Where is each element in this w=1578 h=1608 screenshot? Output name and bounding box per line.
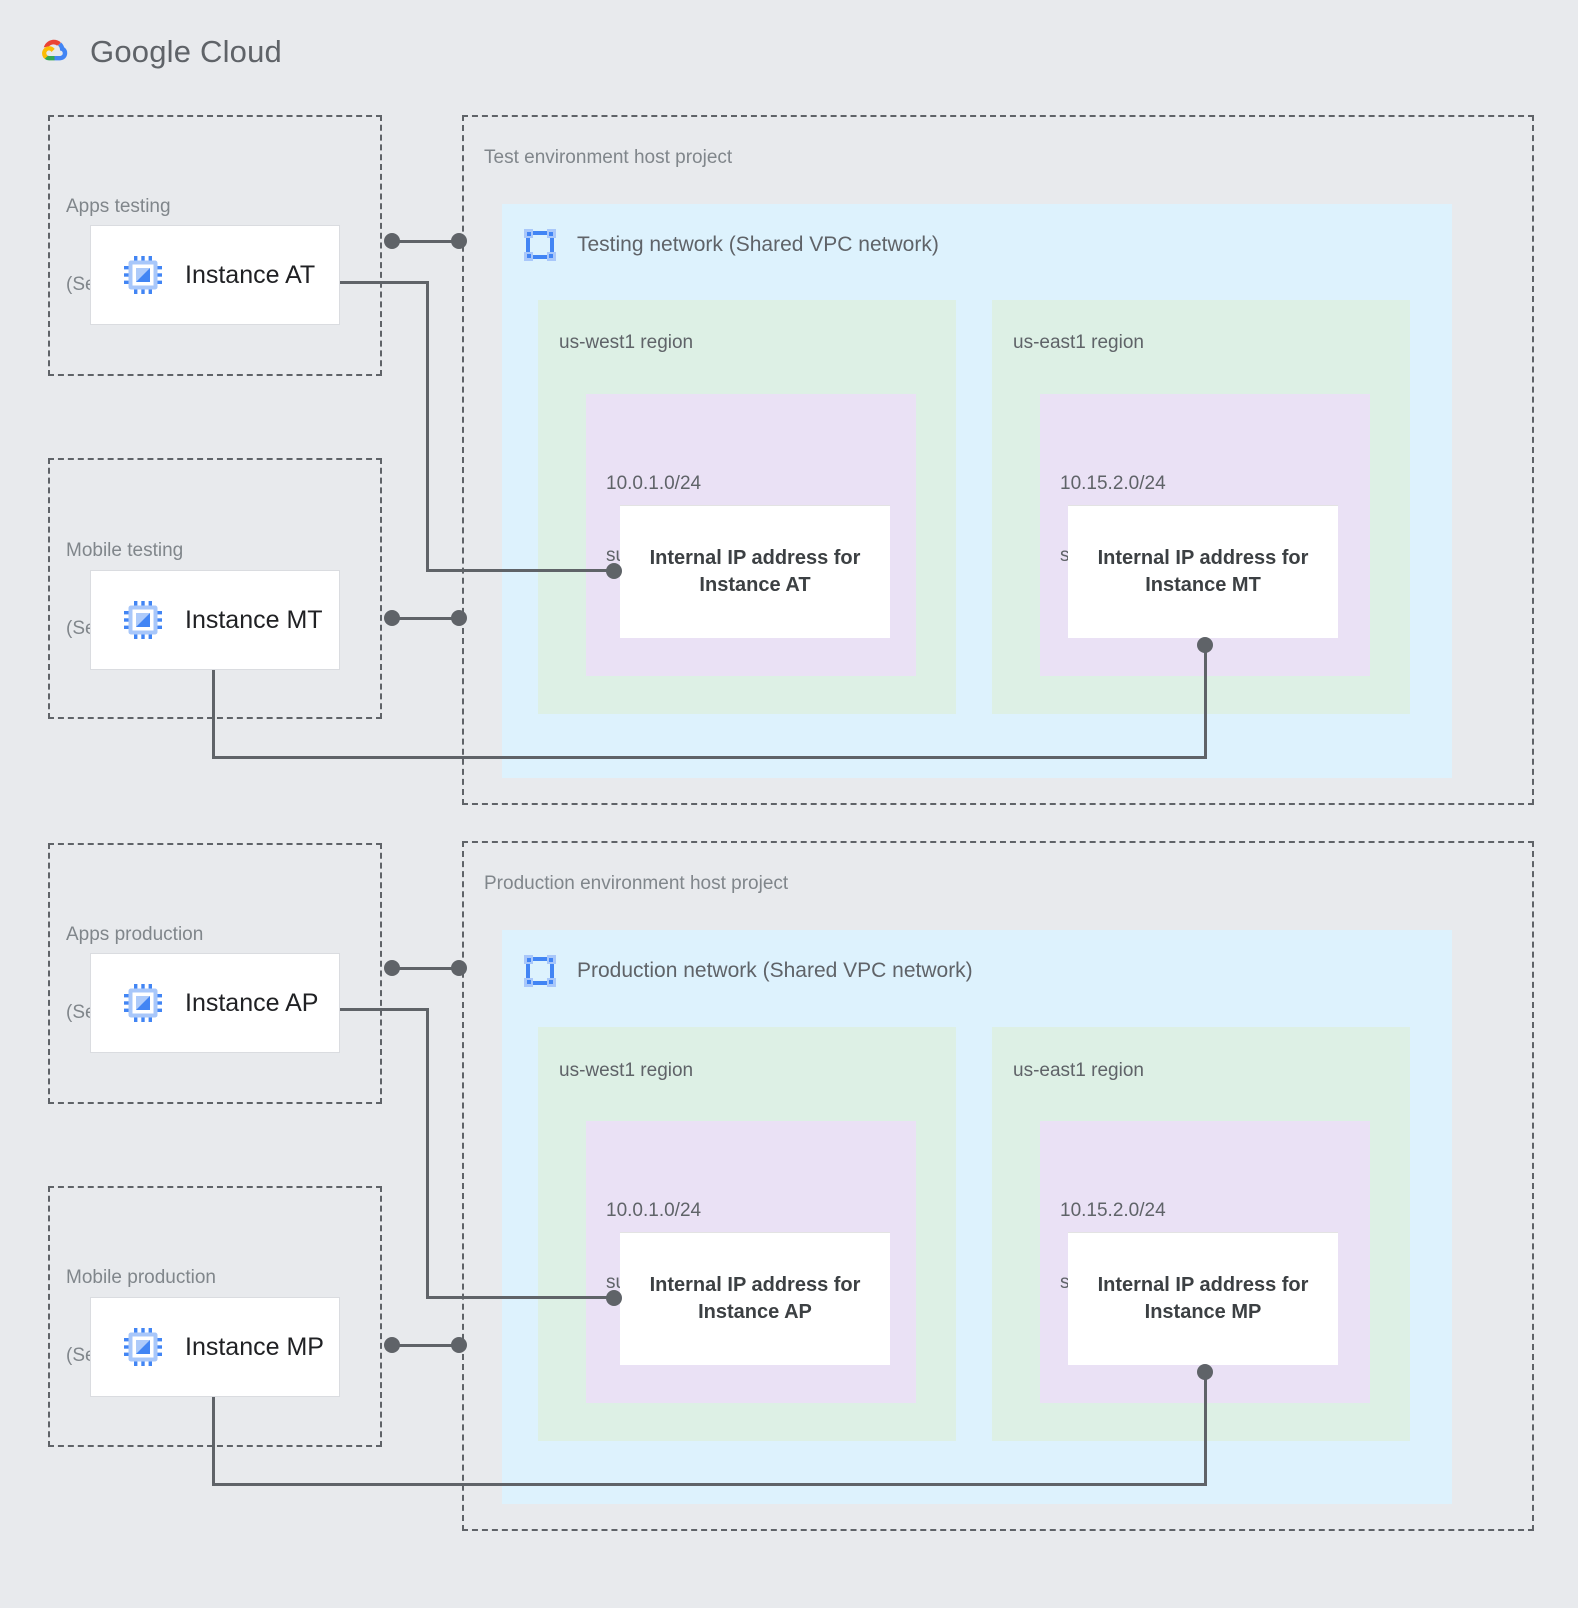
region-label: us-east1 region	[1013, 1060, 1144, 1081]
host-project-test	[462, 115, 1534, 805]
connector-dot	[1197, 637, 1213, 653]
connector-mt-seg2	[212, 756, 1207, 759]
ip-address-box-instance-ap: Internal IP address for Instance AP	[620, 1232, 890, 1365]
instance-label: Instance MP	[185, 1332, 324, 1361]
instance-label: Instance MT	[185, 605, 323, 634]
project-title: Apps production	[66, 924, 204, 945]
ip-box-line1: Internal IP address for	[649, 1274, 861, 1296]
connector-dot	[1197, 1364, 1213, 1380]
region-label: us-east1 region	[1013, 332, 1144, 353]
connector-at-seg2	[426, 281, 429, 571]
service-project-mobile-testing	[48, 458, 382, 719]
connector-dot	[451, 1337, 467, 1353]
ip-box-line2: Instance AP	[698, 1301, 812, 1323]
ip-box-line1: Internal IP address for	[649, 547, 861, 569]
vpc-network-icon	[524, 229, 556, 261]
subnet-cidr: 10.0.1.0/24	[606, 1200, 702, 1221]
compute-instance-icon	[124, 1328, 162, 1366]
ip-box-line1: Internal IP address for	[1097, 547, 1309, 569]
connector-ap-bridge	[389, 967, 461, 970]
connector-dot	[451, 610, 467, 626]
instance-card-ap[interactable]: Instance AP	[90, 953, 340, 1053]
ip-address-box-instance-mp: Internal IP address for Instance MP	[1068, 1232, 1338, 1365]
compute-instance-icon	[124, 601, 162, 639]
connector-mp-seg1	[212, 1397, 215, 1486]
ip-box-line1: Internal IP address for	[1097, 1274, 1309, 1296]
ip-address-box-instance-mt: Internal IP address for Instance MT	[1068, 505, 1338, 638]
service-project-apps-testing	[48, 115, 382, 376]
connector-mp-bridge	[389, 1344, 461, 1347]
subnet-cidr: 10.15.2.0/24	[1060, 473, 1166, 494]
ip-box-line2: Instance MP	[1144, 1301, 1262, 1323]
region-label: us-west1 region	[559, 332, 694, 353]
connector-mt-seg3	[1204, 645, 1207, 756]
connector-mp-seg2	[212, 1483, 1207, 1486]
subnet-cidr: 10.15.2.0/24	[1060, 1200, 1166, 1221]
instance-card-at[interactable]: Instance AT	[90, 225, 340, 325]
brand-name-google: Google	[90, 34, 192, 69]
subnet-cidr: 10.0.1.0/24	[606, 473, 702, 494]
connector-dot	[451, 960, 467, 976]
connector-ap-seg2	[426, 1008, 429, 1298]
connector-dot	[451, 233, 467, 249]
ip-box-line2: Instance MT	[1145, 574, 1261, 596]
connector-ap-seg3	[426, 1296, 618, 1299]
vpc-network-production-header: Production network (Shared VPC network)	[521, 952, 973, 990]
instance-label: Instance AT	[185, 260, 316, 289]
connector-mt-bridge	[389, 617, 461, 620]
connector-at-bridge	[389, 240, 461, 243]
host-project-production	[462, 841, 1534, 1531]
connector-at-seg1	[340, 281, 429, 284]
compute-instance-icon	[124, 984, 162, 1022]
google-cloud-logo: Google Cloud	[30, 33, 282, 71]
connector-dot	[606, 563, 622, 579]
host-project-production-label: Production environment host project	[484, 873, 789, 894]
vpc-network-title: Production network (Shared VPC network)	[577, 959, 973, 982]
vpc-network-testing-header: Testing network (Shared VPC network)	[521, 226, 939, 264]
ip-box-line2: Instance AT	[699, 574, 811, 596]
connector-mp-seg3	[1204, 1372, 1207, 1483]
instance-label: Instance AP	[185, 988, 319, 1017]
project-title: Mobile testing	[66, 540, 184, 561]
region-label: us-west1 region	[559, 1060, 694, 1081]
connector-dot	[384, 610, 400, 626]
brand-name-cloud: Cloud	[191, 34, 282, 69]
connector-dot	[606, 1290, 622, 1306]
connector-dot	[384, 233, 400, 249]
connector-ap-seg1	[340, 1008, 429, 1011]
service-project-apps-production	[48, 843, 382, 1104]
google-cloud-logo-icon	[41, 39, 68, 61]
ip-address-box-instance-at: Internal IP address for Instance AT	[620, 505, 890, 638]
project-title: Apps testing	[66, 196, 171, 217]
connector-dot	[384, 1337, 400, 1353]
compute-instance-icon	[124, 256, 162, 294]
service-project-mobile-production	[48, 1186, 382, 1447]
host-project-test-label: Test environment host project	[484, 147, 733, 168]
brand-name: Google Cloud	[90, 34, 282, 70]
instance-card-mt[interactable]: Instance MT	[90, 570, 340, 670]
vpc-network-icon	[524, 955, 556, 987]
vpc-network-title: Testing network (Shared VPC network)	[577, 233, 939, 256]
project-title: Mobile production	[66, 1267, 216, 1288]
connector-at-seg3	[426, 569, 618, 572]
connector-mt-seg1	[212, 670, 215, 759]
connector-dot	[384, 960, 400, 976]
instance-card-mp[interactable]: Instance MP	[90, 1297, 340, 1397]
